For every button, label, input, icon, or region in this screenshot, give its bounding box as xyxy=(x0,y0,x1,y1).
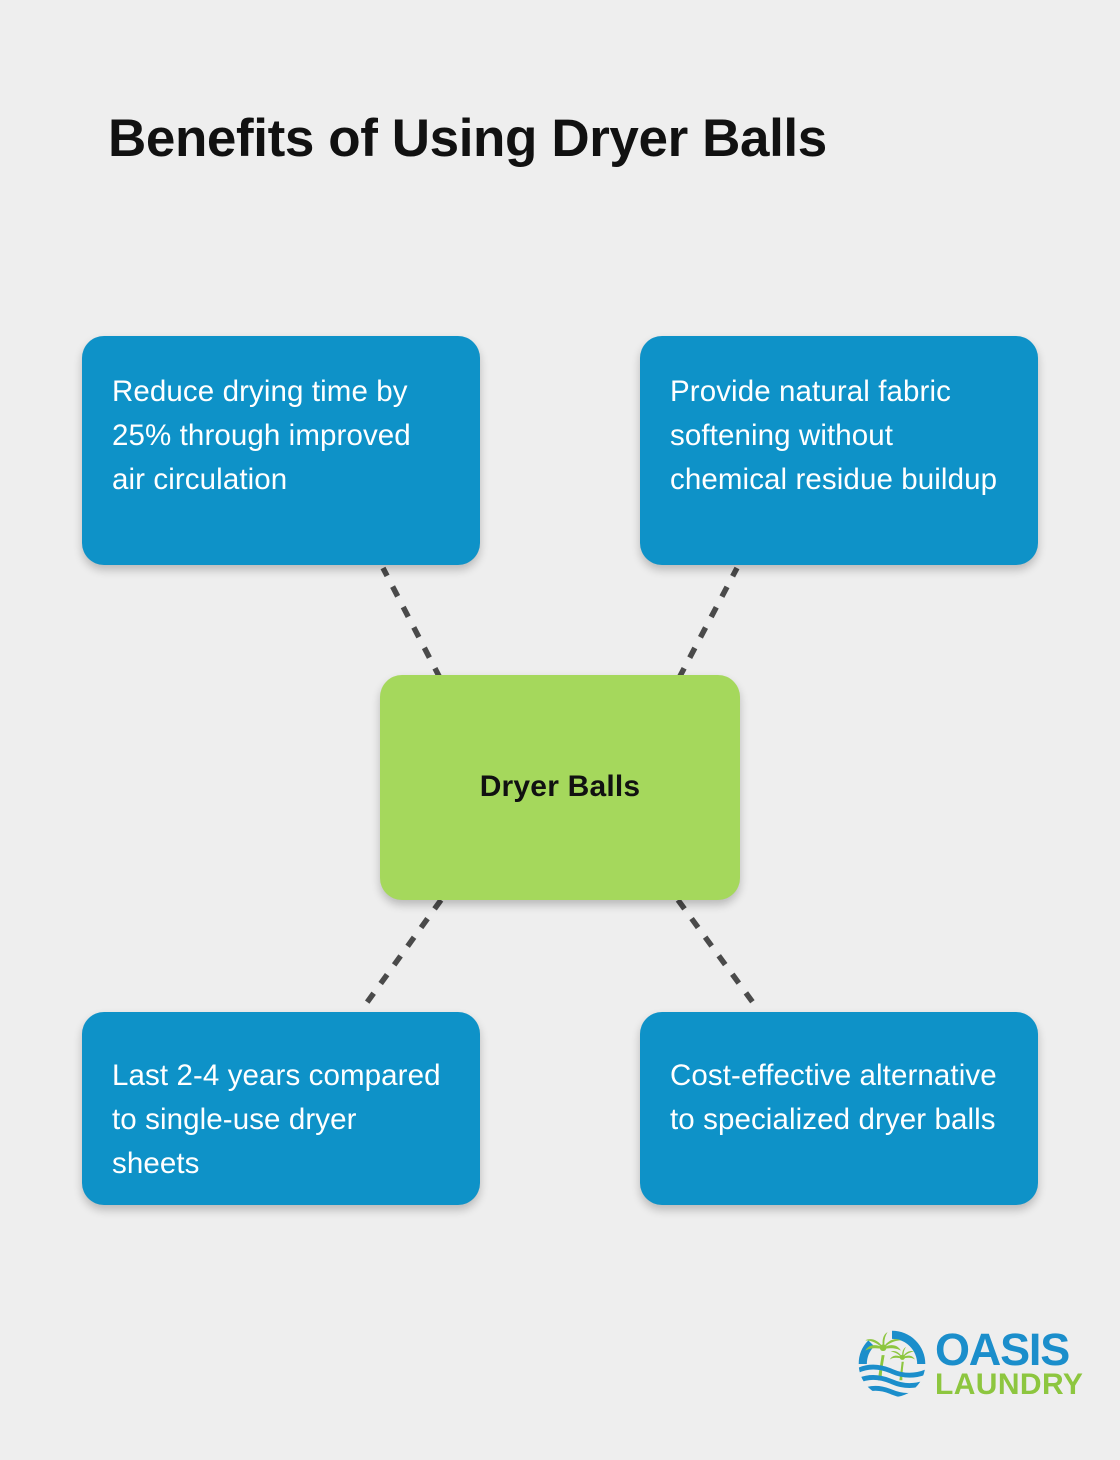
connector-center-to-bottom-left xyxy=(360,898,444,1010)
center-node-dryer-balls[interactable]: Dryer Balls xyxy=(380,675,740,900)
logo-secondary-text: LAUNDRY xyxy=(935,1368,1084,1402)
connector-center-to-bottom-right xyxy=(675,898,760,1010)
palm-tree-waves-badge-icon xyxy=(858,1330,926,1398)
page-title: Benefits of Using Dryer Balls xyxy=(108,109,827,168)
benefit-node-bottom-left[interactable]: Last 2-4 years compared to single-use dr… xyxy=(82,1012,480,1205)
brand-logo: OASIS LAUNDRY xyxy=(855,1318,1083,1410)
benefit-node-top-left[interactable]: Reduce drying time by 25% through improv… xyxy=(82,336,480,565)
connector-center-to-top-left xyxy=(380,566,443,680)
logo-primary-text: OASIS xyxy=(935,1324,1070,1375)
logo-wordmark: OASIS LAUNDRY xyxy=(935,1324,1084,1402)
benefit-node-top-right[interactable]: Provide natural fabric softening without… xyxy=(640,336,1038,565)
benefit-node-bottom-right[interactable]: Cost-effective alternative to specialize… xyxy=(640,1012,1038,1205)
connector-center-to-top-right xyxy=(676,566,740,680)
center-node-label: Dryer Balls xyxy=(479,769,641,803)
